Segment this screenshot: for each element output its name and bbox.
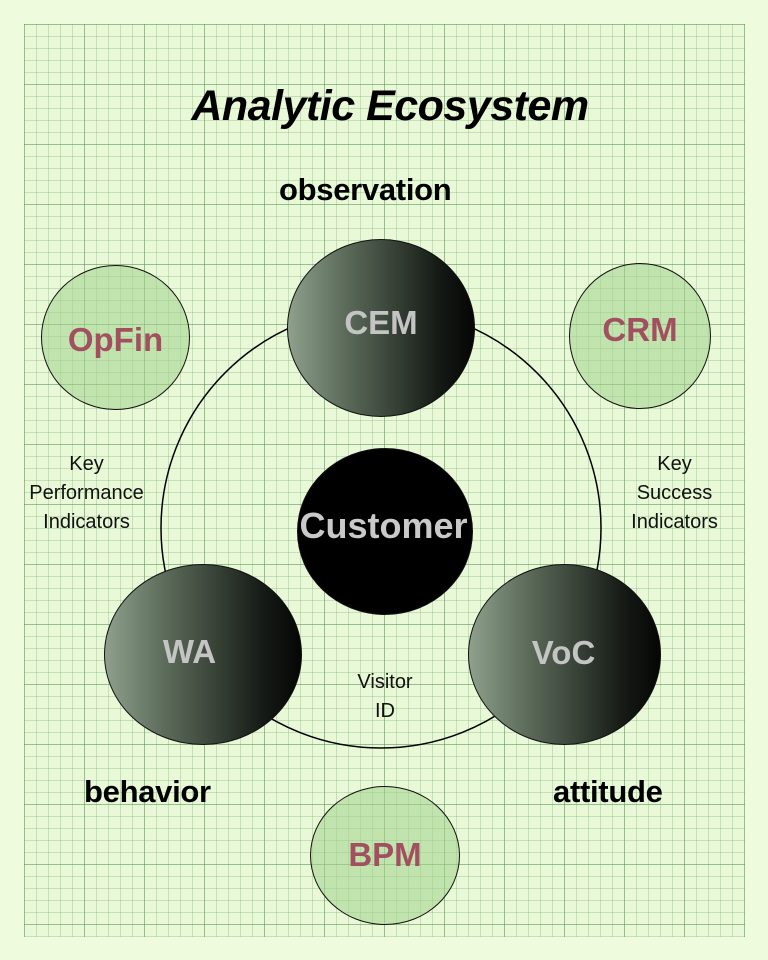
kpi-line-1: Key bbox=[69, 453, 104, 475]
node-crm-label: CRM bbox=[602, 311, 678, 348]
node-voc-label: VoC bbox=[531, 633, 596, 671]
label-observation: observation bbox=[279, 172, 452, 207]
node-bpm-label: BPM bbox=[348, 835, 422, 873]
node-cem[interactable]: CEM bbox=[287, 239, 475, 417]
label-attitude: attitude bbox=[553, 774, 663, 809]
node-customer[interactable]: Customer bbox=[297, 448, 473, 615]
kpi-line-3: Indicators bbox=[43, 511, 130, 533]
key-success-indicators-label: Key Success Indicators bbox=[612, 450, 737, 537]
visitor-id-label: Visitor ID bbox=[335, 668, 435, 726]
kpi-line-2: Performance bbox=[29, 482, 144, 504]
visitor-id-line-2: ID bbox=[375, 700, 395, 722]
label-behavior: behavior bbox=[84, 774, 211, 809]
key-performance-indicators-label: Key Performance Indicators bbox=[14, 450, 159, 537]
ksi-line-1: Key bbox=[657, 453, 692, 475]
node-customer-label: Customer bbox=[299, 505, 468, 546]
node-crm[interactable]: CRM bbox=[569, 263, 711, 409]
node-wa[interactable]: WA bbox=[104, 564, 302, 745]
node-opfin-label: OpFin bbox=[67, 320, 164, 358]
visitor-id-line-1: Visitor bbox=[357, 671, 413, 693]
ksi-line-3: Indicators bbox=[631, 511, 718, 533]
node-cem-label: CEM bbox=[344, 304, 418, 341]
ksi-line-2: Success bbox=[636, 482, 713, 504]
node-voc[interactable]: VoC bbox=[468, 564, 661, 745]
node-bpm[interactable]: BPM bbox=[310, 786, 460, 925]
node-opfin[interactable]: OpFin bbox=[41, 265, 190, 410]
node-wa-label: WA bbox=[162, 633, 217, 670]
diagram-title: Analytic Ecosystem bbox=[191, 82, 589, 130]
